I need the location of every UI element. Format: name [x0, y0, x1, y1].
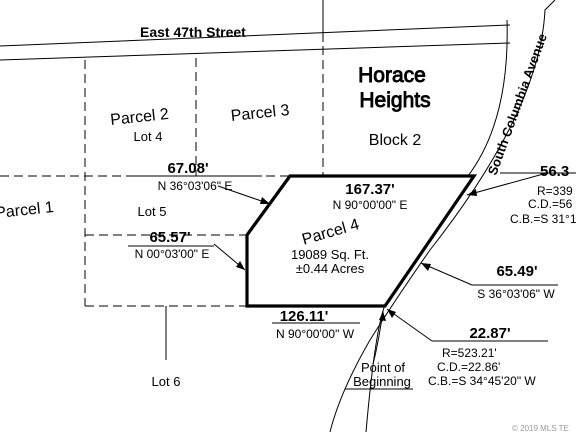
se-curve-arc: 22.87'	[469, 325, 510, 342]
parcel-4-label: Parcel 4	[300, 216, 361, 249]
lot-4-label: Lot 4	[134, 129, 163, 144]
lot-5-label: Lot 5	[138, 204, 167, 219]
avenue-curve-upper	[467, 19, 508, 177]
avenue-label: South Columbia Avenue	[485, 32, 550, 177]
top-distance: 167.37'	[345, 181, 394, 198]
pob-label-line1: Point of	[361, 360, 405, 375]
se-curve-radius: R=523.21'	[442, 346, 497, 360]
parcel-2-label: Parcel 2	[109, 106, 169, 129]
nw-course-arrow	[260, 197, 270, 204]
ne-curve-chord-bearing: C.B.=S 31°1	[510, 212, 576, 226]
parcel-4-area-acres: ±0.44 Acres	[296, 261, 365, 276]
street-south-line	[0, 42, 511, 61]
se-bearing: S 36°03'06" W	[477, 287, 555, 301]
se-curve-chord-bearing: C.B.=S 34°45'20" W	[428, 374, 536, 388]
bottom-bearing: N 90°00'00" W	[276, 327, 355, 341]
ne-curve-arc: 56.3	[540, 163, 569, 180]
street-label: East 47th Street	[140, 24, 246, 40]
west-bearing: N 00°03'00" E	[135, 247, 210, 261]
parcel-4-boundary	[245, 174, 478, 308]
bottom-distance: 126.11'	[280, 308, 329, 325]
copyright-watermark: © 2019 MLS TE	[512, 424, 569, 432]
parcel-1-label: Parcel 1	[0, 199, 55, 222]
se-curve-leader	[386, 308, 433, 342]
parcel-3-label: Parcel 3	[230, 102, 290, 125]
block-label: Block 2	[369, 132, 422, 149]
parcel-4-area-sqft: 19089 Sq. Ft.	[291, 247, 369, 262]
se-course-arrow	[421, 263, 431, 271]
ne-curve-chord: C.D.=56	[528, 197, 573, 211]
pob-label-line2: Beginning	[353, 374, 411, 389]
nw-distance: 67.08'	[167, 160, 208, 177]
lot-6-label: Lot 6	[152, 374, 181, 389]
top-bearing: N 90°00'00" E	[333, 198, 408, 212]
subdivision-name-line2: Heights	[359, 89, 430, 112]
ne-curve-leader	[466, 172, 548, 196]
avenue-right-line	[329, 0, 556, 432]
nw-bearing: N 36°03'06" E	[158, 179, 233, 193]
pob-arrow	[379, 311, 386, 321]
se-distance: 65.49'	[496, 263, 537, 280]
ne-curve-arrow	[467, 189, 477, 196]
se-curve-arrow	[387, 309, 396, 318]
street-north-line	[0, 24, 511, 47]
subdivision-name-line1: Horace	[358, 64, 426, 87]
se-curve-chord: C.D.=22.86'	[437, 360, 500, 374]
west-course-arrow	[236, 261, 245, 270]
west-distance: 65.57'	[149, 229, 190, 246]
ne-curve-radius: R=339	[537, 184, 573, 198]
